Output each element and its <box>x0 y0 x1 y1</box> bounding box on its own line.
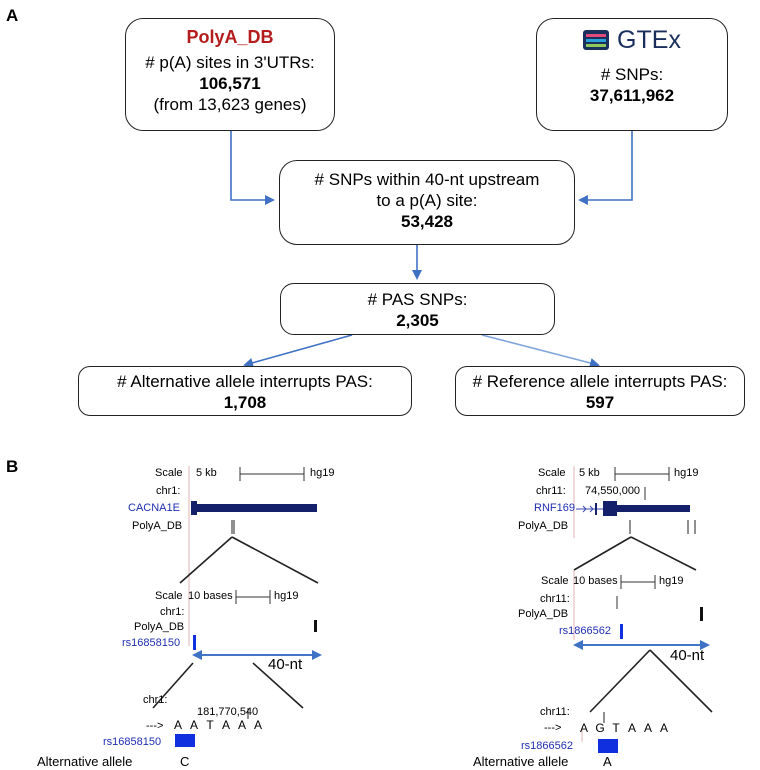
left-scale-value: 5 kb <box>196 467 217 479</box>
left-alt-allele-label: Alternative allele <box>37 754 133 769</box>
right-coord: 74,550,000 <box>585 485 641 497</box>
pas-snps-label: # PAS SNPs: <box>367 290 468 309</box>
left-gene-name[interactable]: CACNA1E <box>128 502 180 514</box>
right-chrom3: chr11: <box>540 706 570 718</box>
right-scale2-label: Scale <box>541 575 569 587</box>
left-build: hg19 <box>310 467 335 479</box>
upstream-snps-box: # SNPs within 40-nt upstream to a p(A) s… <box>279 160 575 245</box>
right-allele-box <box>598 739 618 753</box>
alt-allele-box: # Alternative allele interrupts PAS: 1,7… <box>78 366 412 416</box>
right-scale2-value: 10 bases <box>573 575 618 587</box>
ref-allele-box: # Reference allele interrupts PAS: 597 <box>455 366 745 416</box>
upstream-snps-count: 53,428 <box>401 212 453 231</box>
alt-allele-label: # Alternative allele interrupts PAS: <box>117 372 373 391</box>
pas-to-alt-arrow <box>243 334 353 368</box>
left-chrom: chr1: <box>156 485 181 497</box>
polya-sites-label: # p(A) sites in 3'UTRs: <box>145 53 315 72</box>
ref-allele-count: 597 <box>585 393 615 412</box>
pas-snps-box: # PAS SNPs: 2,305 <box>280 283 555 335</box>
right-nt: A <box>627 721 636 735</box>
left-coord: 181,770,540 <box>197 706 259 718</box>
rnf169-exon-block <box>617 505 690 512</box>
left-strand-arrow: ---> <box>146 720 164 732</box>
left-40nt-label: 40-nt <box>268 656 303 673</box>
left-allele-box <box>175 734 195 747</box>
right-snp-mark <box>620 624 623 639</box>
gtex-snps-count: 37,611,962 <box>589 86 675 105</box>
right-alt-allele-value: A <box>603 754 612 769</box>
right-snp2-label[interactable]: rs1866562 <box>521 740 573 752</box>
polya-to-upstream-arrow <box>230 131 275 205</box>
right-nt: G <box>595 721 605 735</box>
left-snp-label[interactable]: rs16858150 <box>122 637 181 649</box>
left-chrom3: chr1: <box>143 694 168 706</box>
left-scale-label: Scale <box>155 467 183 479</box>
rnf169-exon-start <box>603 501 617 516</box>
right-scale-label: Scale <box>538 467 566 479</box>
upstream-snps-line2: to a p(A) site: <box>376 191 478 210</box>
right-strand-arrow: ---> <box>544 722 562 734</box>
left-nt: T <box>206 718 214 732</box>
gtex-snps-label: # SNPs: <box>600 65 664 84</box>
right-gene-name[interactable]: RNF169 <box>534 502 575 514</box>
panel-a-label: A <box>6 6 19 25</box>
left-nt: A <box>173 718 182 732</box>
right-polya2-label: PolyA_DB <box>518 608 569 620</box>
left-polya-label: PolyA_DB <box>132 520 183 532</box>
left-scale2-value: 10 bases <box>188 590 233 602</box>
upstream-snps-line1: # SNPs within 40-nt upstream <box>314 170 540 189</box>
left-nt: A <box>237 718 246 732</box>
ref-allele-label: # Reference allele interrupts PAS: <box>472 372 728 391</box>
pas-to-ref-arrow <box>481 334 600 368</box>
right-snp-label[interactable]: rs1866562 <box>559 625 611 637</box>
gtex-logo-text: GTEx <box>617 25 681 54</box>
left-snp-mark <box>193 635 196 650</box>
polya-db-box: PolyA_DB # p(A) sites in 3'UTRs: 106,571… <box>125 18 335 131</box>
right-40nt-label: 40-nt <box>670 647 705 664</box>
left-snp2-label[interactable]: rs16858150 <box>103 736 162 748</box>
left-polya2-label: PolyA_DB <box>134 621 185 633</box>
left-polya-site-mark <box>314 620 317 632</box>
left-chrom2: chr1: <box>160 606 185 618</box>
polya-db-title: PolyA_DB <box>186 27 274 47</box>
right-nt: T <box>612 721 620 735</box>
left-nt: A <box>253 718 262 732</box>
right-alt-allele-label: Alternative allele <box>473 754 569 769</box>
left-build2: hg19 <box>274 590 299 602</box>
right-chrom: chr11: <box>536 485 566 497</box>
right-build2: hg19 <box>659 575 684 587</box>
right-nt: A <box>659 721 668 735</box>
right-nt: A <box>643 721 652 735</box>
left-nt: A <box>221 718 230 732</box>
gtex-logo-icon <box>583 29 611 51</box>
right-polya-label: PolyA_DB <box>518 520 569 532</box>
alt-allele-count: 1,708 <box>223 393 267 412</box>
gtex-logo: GTEx <box>583 25 681 54</box>
cacna1e-exon-block <box>197 504 317 512</box>
right-scale-value: 5 kb <box>579 467 600 479</box>
left-nt: A <box>189 718 198 732</box>
left-alt-allele-value: C <box>180 754 190 769</box>
right-build: hg19 <box>674 467 699 479</box>
panel-b-label: B <box>6 457 19 476</box>
right-nt: A <box>579 721 588 735</box>
gtex-box: GTEx # SNPs: 37,611,962 <box>536 18 728 131</box>
gtex-to-upstream-arrow <box>578 131 633 205</box>
right-polya-site-mark <box>700 607 703 621</box>
polya-sites-count: 106,571 <box>199 74 261 93</box>
polya-genes-note: (from 13,623 genes) <box>153 95 307 114</box>
left-scale2-label: Scale <box>155 590 183 602</box>
right-chrom2: chr11: <box>540 593 570 605</box>
pas-snps-count: 2,305 <box>396 311 439 330</box>
